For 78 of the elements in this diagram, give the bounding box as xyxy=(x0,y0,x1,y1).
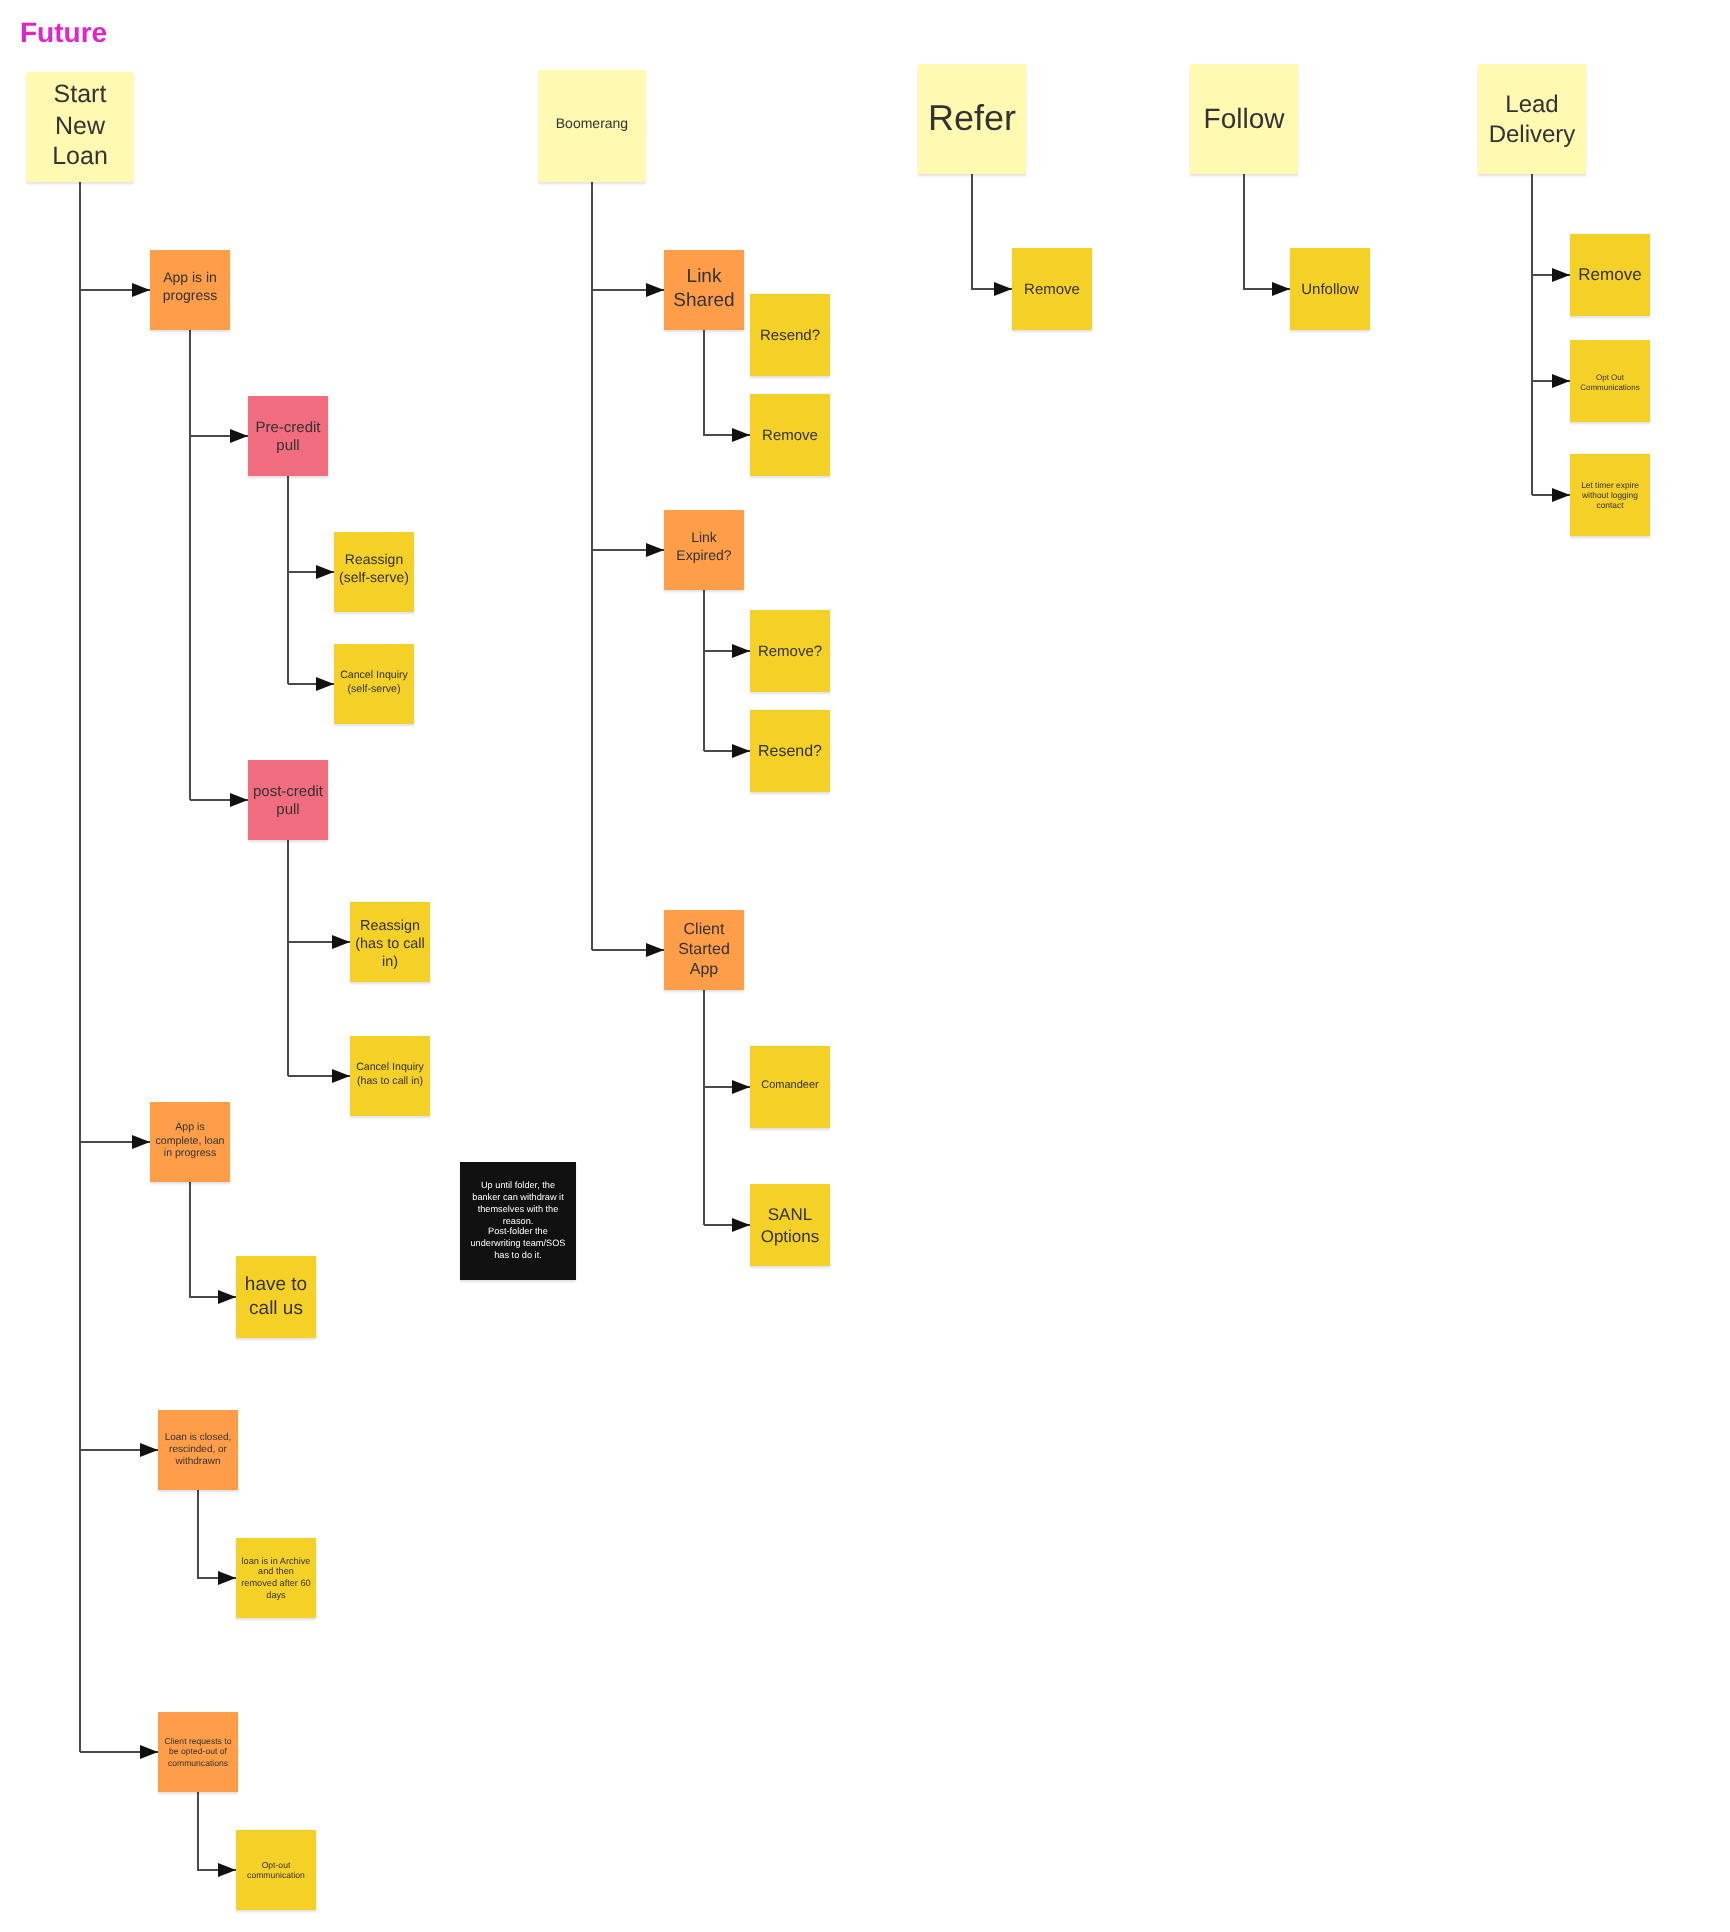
arrow xyxy=(971,173,1013,296)
sticky-note xyxy=(350,902,430,982)
connector-line xyxy=(1531,173,1533,496)
arrow xyxy=(287,1069,351,1083)
connector-line xyxy=(591,181,593,951)
sticky-note xyxy=(750,710,830,792)
arrow xyxy=(703,1080,751,1094)
note-text: Client Started App xyxy=(676,920,732,980)
note-text: Start New Loan xyxy=(50,80,110,174)
sticky-note xyxy=(350,1036,430,1116)
arrow xyxy=(79,1745,159,1759)
sticky-note xyxy=(1478,64,1586,174)
sticky-note xyxy=(1012,248,1092,330)
note-text: Lead Delivery xyxy=(1486,89,1578,149)
sticky-note xyxy=(1570,234,1650,316)
arrow xyxy=(79,1135,151,1149)
arrow xyxy=(1243,173,1291,296)
sticky-note xyxy=(1570,340,1650,422)
heading-text: Future xyxy=(20,16,108,48)
note-text: Remove xyxy=(1578,264,1642,286)
sticky-note xyxy=(334,532,414,612)
sticky-note xyxy=(664,510,744,590)
sticky-note xyxy=(236,1256,316,1338)
arrow xyxy=(703,744,751,758)
arrow xyxy=(197,1489,237,1585)
note-text: have to call us xyxy=(242,1273,310,1321)
sticky-note xyxy=(158,1410,238,1490)
sticky-note xyxy=(750,610,830,692)
note-text: SANL Options xyxy=(758,1203,822,1247)
sticky-note xyxy=(150,250,230,330)
sticky-note xyxy=(150,1102,230,1182)
connector-line xyxy=(189,329,191,801)
sticky-note xyxy=(664,910,744,990)
sticky-note xyxy=(248,396,328,476)
note-card xyxy=(460,1162,576,1280)
sticky-note xyxy=(538,70,646,182)
sticky-note xyxy=(158,1712,238,1792)
arrow xyxy=(189,793,249,807)
sticky-note xyxy=(918,64,1026,174)
arrow xyxy=(189,429,249,443)
sticky-note xyxy=(26,72,134,182)
arrow xyxy=(703,329,751,442)
sticky-note xyxy=(1570,454,1650,536)
arrow xyxy=(287,677,335,691)
arrow xyxy=(703,1218,751,1232)
connector-line xyxy=(703,989,705,1226)
arrow xyxy=(591,283,665,297)
sticky-note xyxy=(1290,248,1370,330)
arrow xyxy=(1531,488,1571,502)
note-text: Link Shared xyxy=(671,266,737,314)
sticky-note xyxy=(750,1184,830,1266)
sticky-note xyxy=(248,760,328,840)
arrow xyxy=(1531,374,1571,388)
sticky-note xyxy=(750,294,830,376)
sticky-note xyxy=(236,1830,316,1910)
sticky-note xyxy=(236,1538,316,1618)
sticky-note xyxy=(750,394,830,476)
note-text: Resend? xyxy=(757,741,823,761)
arrow xyxy=(287,935,351,949)
sticky-note xyxy=(1190,64,1298,174)
arrow xyxy=(287,565,335,579)
note-text: Refer xyxy=(927,96,1016,142)
connector-line xyxy=(79,181,81,1753)
connector-line xyxy=(287,475,289,685)
arrow xyxy=(703,644,751,658)
arrow xyxy=(79,1443,159,1457)
connector-line xyxy=(287,839,289,1077)
note-text: Follow xyxy=(1203,101,1285,137)
sticky-note xyxy=(664,250,744,330)
arrow xyxy=(591,943,665,957)
arrow xyxy=(1531,268,1571,282)
connector-line xyxy=(703,589,705,752)
arrow xyxy=(197,1791,237,1877)
sticky-note xyxy=(750,1046,830,1128)
sticky-note xyxy=(334,644,414,724)
arrow xyxy=(79,283,151,297)
arrow xyxy=(591,543,665,557)
arrow xyxy=(189,1181,237,1304)
